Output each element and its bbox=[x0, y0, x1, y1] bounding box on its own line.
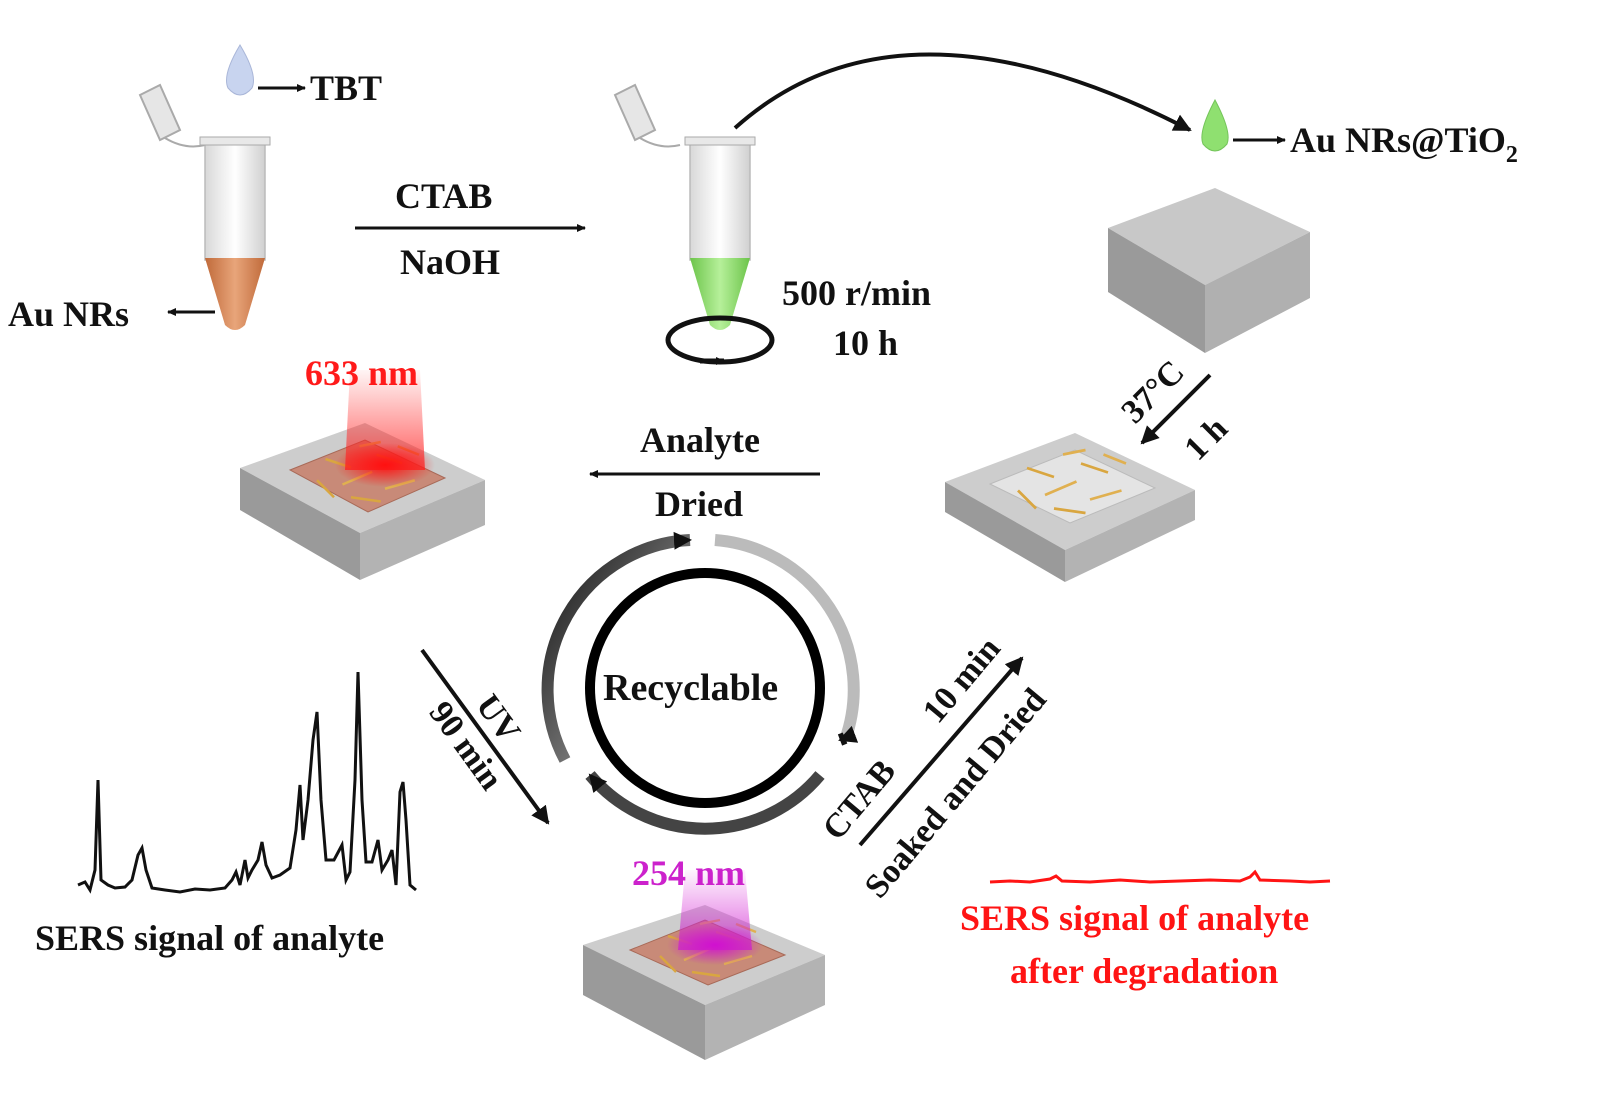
sers-spectrum-after bbox=[989, 869, 1331, 884]
blank-substrate bbox=[1108, 188, 1310, 353]
incubate-label: 1 h bbox=[1177, 410, 1235, 468]
recyclable-label: Recyclable bbox=[603, 667, 778, 709]
uv-spot-254 bbox=[667, 925, 763, 965]
curved-arrow bbox=[733, 52, 1192, 132]
soak-arrow bbox=[858, 656, 1024, 847]
reaction-tube bbox=[613, 83, 756, 330]
stirring-icon bbox=[665, 315, 775, 365]
sers-spectrum-before bbox=[77, 671, 417, 894]
sers-after-label-1: SERS signal of analyte bbox=[960, 898, 1309, 938]
sers-before-label: SERS signal of analyte bbox=[35, 918, 384, 958]
product-drop bbox=[1201, 98, 1229, 152]
soak-time-label: 10 min bbox=[916, 630, 1008, 730]
tbt-drop bbox=[226, 44, 254, 96]
product-label: Au NRs@TiO2 bbox=[1290, 120, 1518, 168]
uv-arrow bbox=[420, 648, 550, 825]
laser-633-label: 633 nm bbox=[305, 353, 418, 393]
temp-label: 37°C bbox=[1114, 353, 1191, 430]
recycle-cycle bbox=[541, 531, 860, 835]
analyte-label: Analyte bbox=[640, 420, 760, 460]
speed-label: 500 r/min bbox=[782, 273, 931, 313]
laser-spot-633 bbox=[335, 443, 435, 487]
ctab-soak-label: CTAB bbox=[816, 753, 903, 847]
coated-substrate bbox=[945, 433, 1195, 582]
naoh-label: NaOH bbox=[400, 242, 500, 282]
au-nrs-tube bbox=[138, 83, 271, 330]
au-nrs-label: Au NRs bbox=[8, 294, 129, 334]
dried-label: Dried bbox=[655, 484, 743, 524]
incubation-arrow bbox=[1140, 373, 1212, 445]
duration-label: 10 h bbox=[833, 323, 898, 363]
laser-254-label: 254 nm bbox=[632, 853, 745, 893]
ctab-label: CTAB bbox=[395, 176, 492, 216]
tbt-label: TBT bbox=[310, 68, 382, 108]
sers-after-label-2: after degradation bbox=[1010, 951, 1278, 991]
